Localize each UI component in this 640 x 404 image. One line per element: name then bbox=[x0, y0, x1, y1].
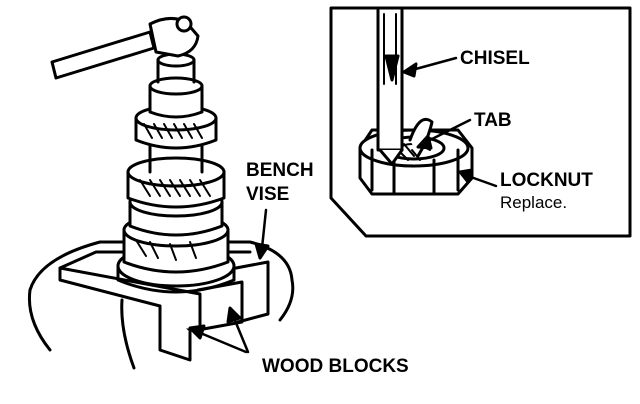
tab-leader-head bbox=[416, 134, 433, 150]
bench-vise-leader bbox=[260, 208, 268, 250]
tab-leader bbox=[424, 118, 472, 144]
bench-vise-label-line1: BENCH bbox=[246, 160, 314, 181]
shaft-gear-stack bbox=[122, 52, 230, 274]
wood-block-leader-b bbox=[232, 316, 250, 354]
bench-vise-leader-head bbox=[254, 242, 270, 260]
bench-vise-label-line2: VISE bbox=[246, 184, 290, 205]
chisel-leader-head bbox=[402, 62, 418, 78]
wood-block-leader-a bbox=[196, 330, 248, 354]
locknut-leader bbox=[466, 174, 498, 188]
locknut-leader-head bbox=[458, 168, 474, 184]
locknut-note: Replace. bbox=[500, 193, 568, 212]
wood-blocks-drawing bbox=[58, 260, 270, 362]
chisel-label: CHISEL bbox=[460, 48, 530, 69]
gear-teeth-hatching bbox=[135, 123, 211, 261]
locknut-label: LOCKNUT bbox=[500, 170, 593, 191]
wood-block-leader-a-head bbox=[188, 324, 206, 340]
tab-label: TAB bbox=[474, 110, 512, 131]
detail-inset-frame bbox=[329, 6, 632, 238]
wood-block-leader-b-head bbox=[226, 306, 242, 324]
wrench-drawing bbox=[50, 15, 200, 80]
chisel-leader bbox=[410, 56, 458, 72]
chisel-drawing bbox=[376, 8, 404, 166]
wood-blocks-label: WOOD BLOCKS bbox=[262, 356, 409, 377]
